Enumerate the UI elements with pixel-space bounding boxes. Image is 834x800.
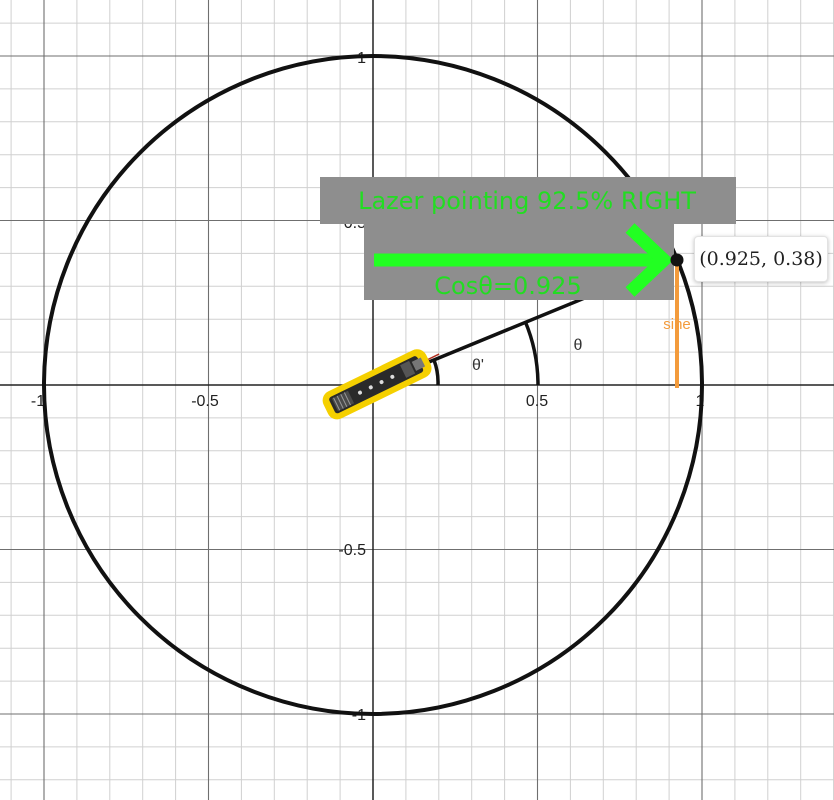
x-tick-label: -0.5 <box>191 393 219 410</box>
banner-title: Lazer pointing 92.5% RIGHT <box>358 187 696 215</box>
sine-label: sine <box>663 316 691 333</box>
unit-circle[interactable] <box>42 54 704 716</box>
x-tick-label: 0.5 <box>526 393 548 410</box>
theta-prime-arc <box>432 359 440 386</box>
x-tick-label: -1 <box>31 393 45 410</box>
point-marker[interactable] <box>670 253 684 267</box>
theta-arc <box>523 320 540 386</box>
right-arrow-icon <box>374 223 674 297</box>
y-tick-label: 1 <box>357 50 366 67</box>
theta-label: θ <box>574 337 583 354</box>
theta-prime-label: θ' <box>472 357 484 374</box>
point-coordinate-text: (0.925, 0.38) <box>699 248 823 270</box>
laser-pointer-icon <box>322 349 440 420</box>
cos-label: Cosθ=0.925 <box>434 272 581 300</box>
y-tick-label: -0.5 <box>338 542 366 559</box>
point-coordinate-label[interactable]: (0.925, 0.38) <box>694 236 828 282</box>
title-banner <box>320 177 736 224</box>
